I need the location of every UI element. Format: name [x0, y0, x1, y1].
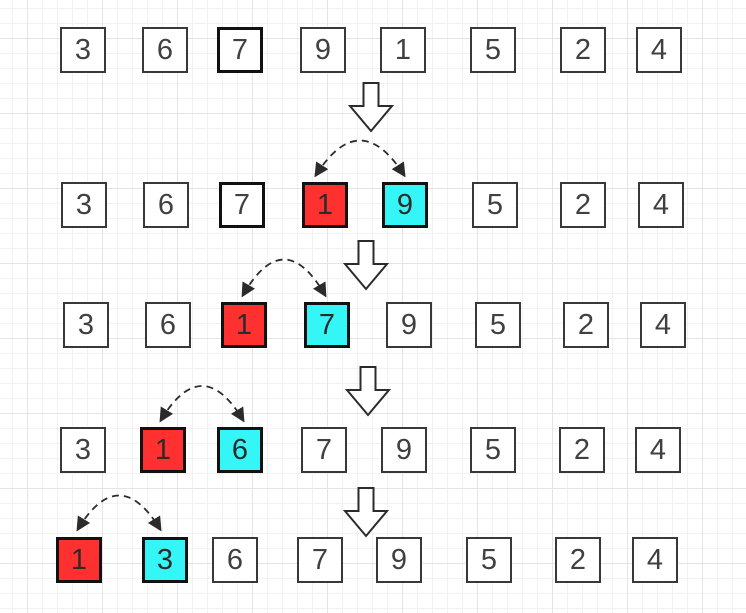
array-box: 2 [559, 427, 605, 473]
array-box: 4 [638, 182, 684, 228]
array-box: 5 [470, 27, 516, 73]
array-box: 3 [60, 27, 106, 73]
array-box: 9 [386, 302, 432, 348]
swap-arc [76, 494, 162, 532]
array-box-cyan: 9 [382, 182, 428, 228]
array-box: 2 [560, 27, 606, 73]
array-box: 4 [635, 427, 681, 473]
array-box: 6 [142, 27, 188, 73]
array-box: 2 [563, 302, 609, 348]
array-box: 5 [466, 537, 512, 583]
array-box: 9 [381, 427, 427, 473]
array-box: 6 [143, 182, 189, 228]
array-box: 7 [297, 537, 343, 583]
array-box: 4 [632, 537, 678, 583]
array-box: 2 [560, 182, 606, 228]
swap-arc [159, 385, 245, 423]
array-box: 9 [300, 27, 346, 73]
array-box-red: 1 [140, 427, 186, 473]
array-box-red: 1 [56, 537, 102, 583]
step-down-arrow-icon [342, 240, 390, 291]
array-box: 4 [636, 27, 682, 73]
array-box-cyan: 7 [304, 302, 350, 348]
swap-arc [241, 258, 327, 298]
array-box: 3 [61, 182, 107, 228]
array-box: 7 [217, 27, 263, 73]
array-box: 9 [376, 537, 422, 583]
array-box: 2 [555, 537, 601, 583]
array-box-cyan: 3 [142, 537, 188, 583]
array-box-red: 1 [302, 182, 348, 228]
array-box: 5 [470, 427, 516, 473]
array-box-red: 1 [221, 302, 267, 348]
array-box-cyan: 6 [217, 427, 263, 473]
array-box: 4 [640, 302, 686, 348]
array-box: 6 [145, 302, 191, 348]
array-box: 5 [475, 302, 521, 348]
array-box: 7 [219, 182, 265, 228]
array-box: 3 [60, 427, 106, 473]
array-box: 1 [380, 27, 426, 73]
step-down-arrow-icon [344, 366, 392, 417]
swap-arc [314, 139, 406, 178]
array-box: 7 [301, 427, 347, 473]
step-down-arrow-icon [347, 82, 395, 133]
step-down-arrow-icon [342, 487, 390, 538]
array-box: 5 [472, 182, 518, 228]
array-box: 3 [63, 302, 109, 348]
array-box: 6 [212, 537, 258, 583]
